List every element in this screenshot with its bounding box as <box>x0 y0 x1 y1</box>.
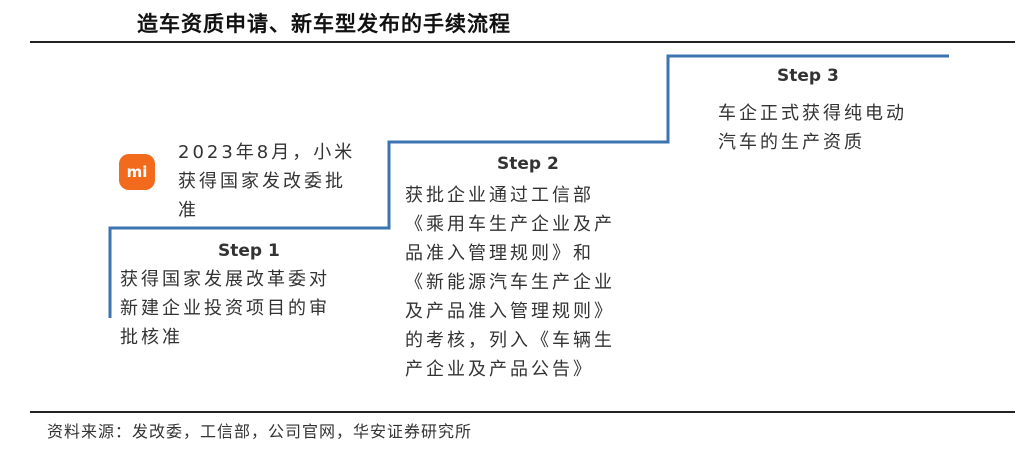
xiaomi-logo-badge: mi <box>119 154 155 190</box>
xiaomi-approval-note: 2023年8月，小米 获得国家发改委批 准 <box>178 138 355 225</box>
step-2-line: 产企业及产品公告》 <box>405 359 594 380</box>
step-1-line: 批核准 <box>120 327 183 348</box>
step-2-line: 的考核，列入《车辆生 <box>405 330 615 351</box>
step-2-line: 获批企业通过工信部 <box>405 185 594 206</box>
step-1-description: 获得国家发展改革委对 新建企业投资项目的审 批核准 <box>120 265 330 352</box>
xiaomi-logo-icon: mi <box>113 148 161 196</box>
top-rule <box>30 41 1015 43</box>
step-2-line: 及产品准入管理规则》 <box>405 301 615 322</box>
xiaomi-note-line: 2023年8月，小米 <box>178 142 356 163</box>
step-3-description: 车企正式获得纯电动 汽车的生产资质 <box>718 99 907 157</box>
step-1-line: 新建企业投资项目的审 <box>120 298 330 319</box>
step-3-line: 车企正式获得纯电动 <box>718 103 907 124</box>
xiaomi-note-line: 获得国家发改委批 <box>178 171 346 192</box>
step-2-line: 《乘用车生产企业及产 <box>405 214 615 235</box>
figure-title: 造车资质申请、新车型发布的手续流程 <box>137 12 511 36</box>
step-1-line: 获得国家发展改革委对 <box>120 269 330 290</box>
step-2-line: 《新能源汽车生产企业 <box>405 272 615 293</box>
step-1-title: Step 1 <box>218 241 280 261</box>
xiaomi-note-line: 准 <box>178 200 199 221</box>
step-2-title: Step 2 <box>497 154 559 174</box>
source-note: 资料来源：发改委，工信部，公司官网，华安证券研究所 <box>47 422 473 441</box>
step-2-line: 品准入管理规则》和 <box>405 243 594 264</box>
step-3-line: 汽车的生产资质 <box>718 132 865 153</box>
bottom-rule <box>30 411 1015 413</box>
step-3-title: Step 3 <box>777 66 839 86</box>
xiaomi-logo-text: mi <box>126 163 148 181</box>
step-2-description: 获批企业通过工信部 《乘用车生产企业及产 品准入管理规则》和 《新能源汽车生产企… <box>405 181 615 384</box>
